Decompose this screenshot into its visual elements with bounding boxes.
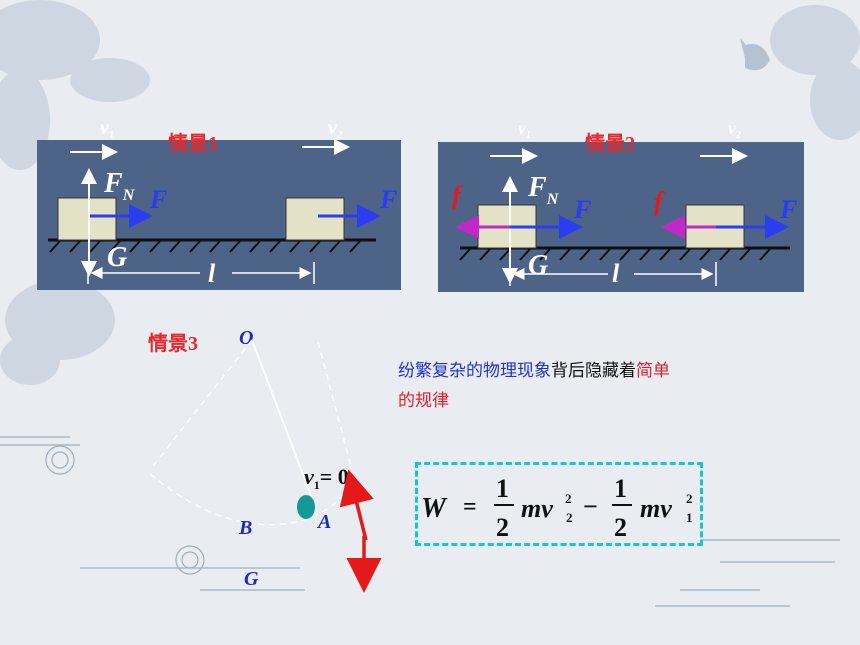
- scene3-swing-arc: [149, 473, 353, 526]
- scene3-point-a-label: A: [316, 511, 331, 533]
- scene2-v2-label: v2: [728, 118, 741, 141]
- scene3-bob: [297, 495, 315, 519]
- formula-mv1-sup: 2: [686, 491, 693, 506]
- formula-frac2-num: 1: [614, 474, 627, 503]
- law-part-rules: 的规律: [398, 391, 449, 411]
- scene3-tension-arrow: [339, 469, 374, 541]
- scene1-fn-label: FN: [103, 168, 136, 204]
- formula-minus: −: [583, 492, 598, 521]
- scene2-ground-hatch: [459, 248, 771, 261]
- scene1-g-label: G: [107, 242, 127, 273]
- scene1-force-label-end: F: [379, 185, 397, 214]
- formula-mv2-sub: 2: [566, 510, 573, 525]
- formula-mv1-sub: 1: [686, 510, 693, 525]
- scene1-block-start: [57, 197, 117, 241]
- scene1-ground-hatch: [49, 240, 361, 253]
- scene3-swing-boundary-far: [317, 341, 353, 471]
- scene1-force-label-start: F: [149, 185, 167, 214]
- formula-frac1-num: 1: [496, 474, 509, 503]
- scene1-distance-label: l: [208, 259, 216, 288]
- scene1-block-end: [285, 197, 345, 241]
- scene3-swing-boundary-right: [251, 339, 313, 499]
- formula-frac2-den: 2: [614, 513, 627, 542]
- law-part-phenomena: 纷繁复杂的物理现象: [398, 361, 551, 381]
- formula-mv1: mv: [640, 494, 672, 523]
- scene3-gravity-label: G: [244, 568, 259, 590]
- scene1-title: 情景1: [168, 131, 218, 155]
- scene2-friction-label-start: f: [452, 181, 463, 210]
- law-part-hidden: 背后隐藏着: [551, 361, 636, 381]
- scene2-force-label-end: F: [779, 195, 797, 224]
- scene2-force-label-start: F: [573, 195, 591, 224]
- scene2-v1-label: v1: [518, 118, 531, 141]
- scene1-v1-label: v1: [100, 117, 114, 141]
- formula-mv2-sup: 2: [565, 491, 572, 506]
- law-part-simple: 简单: [636, 361, 670, 381]
- formula-w: W: [421, 493, 448, 524]
- work-energy-formula-box: [415, 462, 703, 546]
- scene3-swing-boundary-left: [149, 339, 253, 471]
- scene3-point-b-label: B: [238, 517, 252, 539]
- scene2-friction-label-end: f: [654, 187, 665, 216]
- scene3-title: 情景3: [148, 331, 198, 355]
- law-statement: 纷繁复杂的物理现象背后隐藏着简单的规律: [398, 356, 798, 416]
- scene2-title: 情景2: [585, 131, 635, 155]
- formula-frac1-den: 2: [496, 513, 509, 542]
- scene2-fn-label: FN: [527, 172, 560, 208]
- scene2-distance-label: l: [612, 259, 620, 288]
- formula-mv2: mv: [521, 494, 553, 523]
- scene1-v2-label: v2: [328, 117, 343, 141]
- formula-equals: =: [463, 494, 477, 520]
